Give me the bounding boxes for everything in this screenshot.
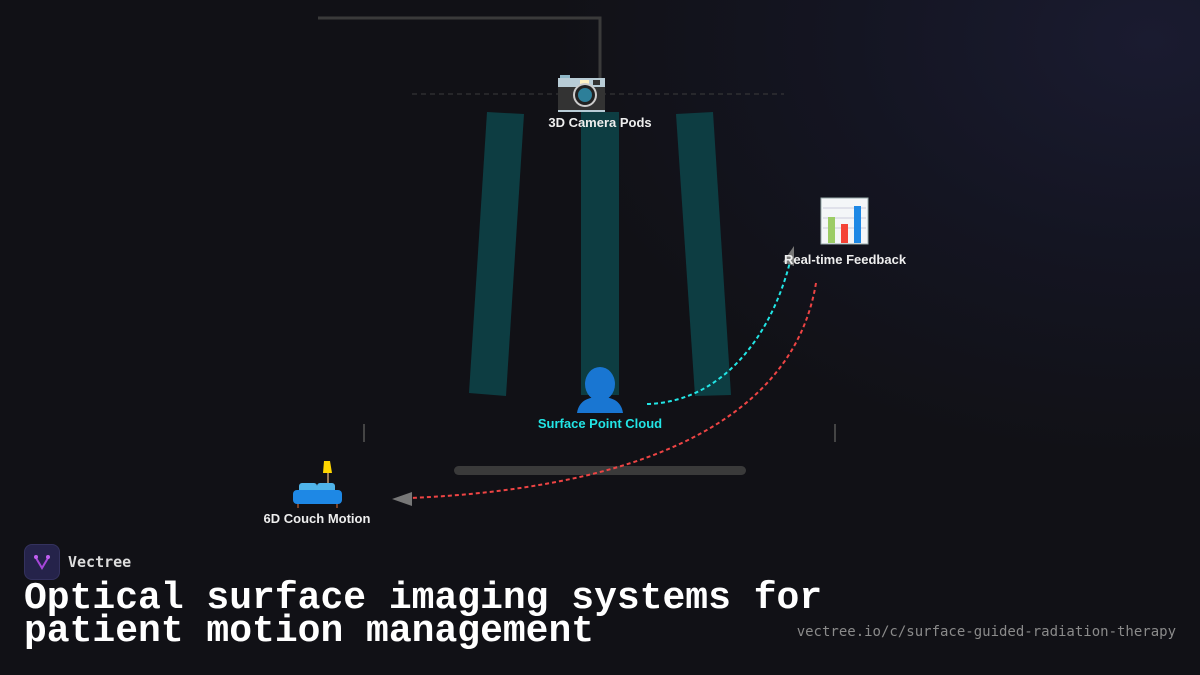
arrowhead-feedback [783, 246, 794, 266]
title-line-2: patient motion management [24, 610, 595, 653]
beam-left [469, 112, 524, 396]
camera-label: 3D Camera Pods [548, 115, 652, 130]
flow-feedback-to-couch [409, 282, 817, 499]
page-title: Optical surface imaging systems for pati… [24, 577, 823, 653]
treatment-couch-bar [454, 466, 746, 475]
patient-label: Surface Point Cloud [537, 416, 663, 431]
arrowhead-couch [392, 492, 412, 506]
vectree-logo-icon [24, 544, 60, 580]
beam-right [676, 112, 731, 396]
person-icon [577, 367, 623, 413]
feedback-label: Real-time Feedback [783, 252, 907, 267]
brand-name: Vectree [68, 553, 132, 571]
camera-icon [558, 75, 605, 112]
brand: Vectree [24, 544, 131, 580]
beam-center [581, 112, 619, 395]
couch-label: 6D Couch Motion [263, 511, 371, 526]
couch-icon [293, 461, 342, 508]
gantry-arm [318, 16, 602, 80]
source-url: vectree.io/c/surface-guided-radiation-th… [796, 624, 1176, 640]
title-line-1: Optical surface imaging systems for [24, 577, 823, 620]
bar-chart-icon [820, 197, 869, 245]
